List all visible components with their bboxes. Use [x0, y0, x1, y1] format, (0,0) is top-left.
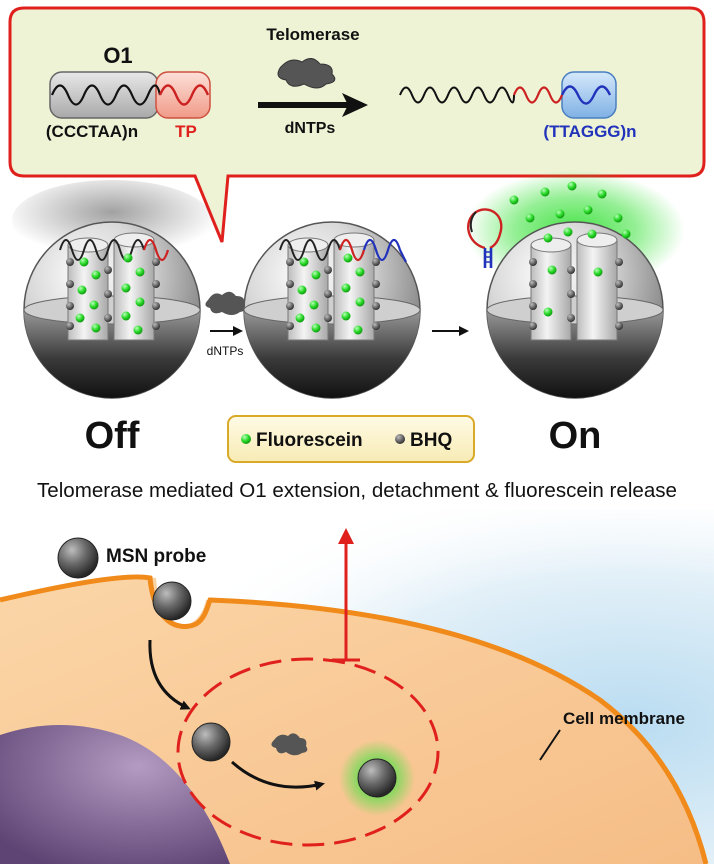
legend-fluorescein-label: Fluorescein	[256, 430, 363, 451]
membrane-pointer	[539, 729, 561, 761]
legend-bhq-label: BHQ	[410, 430, 452, 451]
msn-probe-entering	[152, 581, 192, 621]
cell-membrane-label: Cell membrane	[563, 709, 685, 728]
telomerase-enzyme-icon-cell	[271, 733, 308, 756]
caption: Telomerase mediated O1 extension, detach…	[37, 480, 677, 502]
telomerase-label: Telomerase	[266, 25, 359, 44]
off-label: Off	[85, 415, 140, 457]
msn-sphere-off	[12, 180, 212, 399]
o1-strand-repeat	[50, 84, 162, 106]
released-fluorescein-dots	[509, 181, 631, 317]
msn-probe-outside	[57, 537, 99, 579]
legend-bhq-marker	[395, 434, 405, 444]
sphere-ext-bhq-dots	[286, 258, 380, 330]
msn-probe-label: MSN probe	[106, 546, 206, 567]
msn-probe-inside	[191, 722, 231, 762]
activation-arrow	[231, 760, 325, 791]
callout-box	[8, 6, 706, 243]
repeat-label: (CCCTAA)n	[46, 122, 138, 141]
repeat-box	[49, 71, 159, 119]
detached-hairpin-icon	[467, 208, 503, 268]
telomerase-enzyme-icon-small	[205, 291, 247, 315]
tp-label: TP	[175, 122, 197, 141]
sphere-off-bhq-dots	[66, 258, 160, 330]
activated-probe	[357, 758, 397, 798]
endosome	[176, 657, 440, 847]
sphere-off-fluorescein-dots	[75, 253, 145, 335]
msn-sphere-on	[465, 170, 685, 399]
msn-sphere-extended	[243, 221, 421, 399]
product-label: (TTAGGG)n	[543, 122, 636, 141]
o1-label: O1	[103, 43, 132, 68]
cell-membrane	[0, 574, 709, 864]
product-strand-extension	[560, 85, 612, 105]
legend-box	[227, 415, 475, 463]
sphere-on-bhq-dots	[529, 258, 623, 330]
telomerase-enzyme-icon	[277, 58, 336, 89]
product-box	[561, 71, 617, 119]
release-arrow	[332, 528, 360, 662]
tp-box	[155, 71, 211, 119]
callout-dntps-label: dNTPs	[285, 120, 336, 137]
uptake-arrow	[148, 639, 191, 710]
sphere-ext-fluorescein-dots	[295, 253, 365, 335]
product-strand-tp	[512, 86, 564, 104]
stage-dntps-label: dNTPs	[207, 344, 244, 358]
on-label: On	[549, 415, 602, 457]
nucleus	[0, 725, 230, 864]
legend-fluorescein-marker	[241, 434, 251, 444]
product-strand-repeat	[399, 86, 515, 104]
o1-strand-tp	[158, 84, 210, 106]
